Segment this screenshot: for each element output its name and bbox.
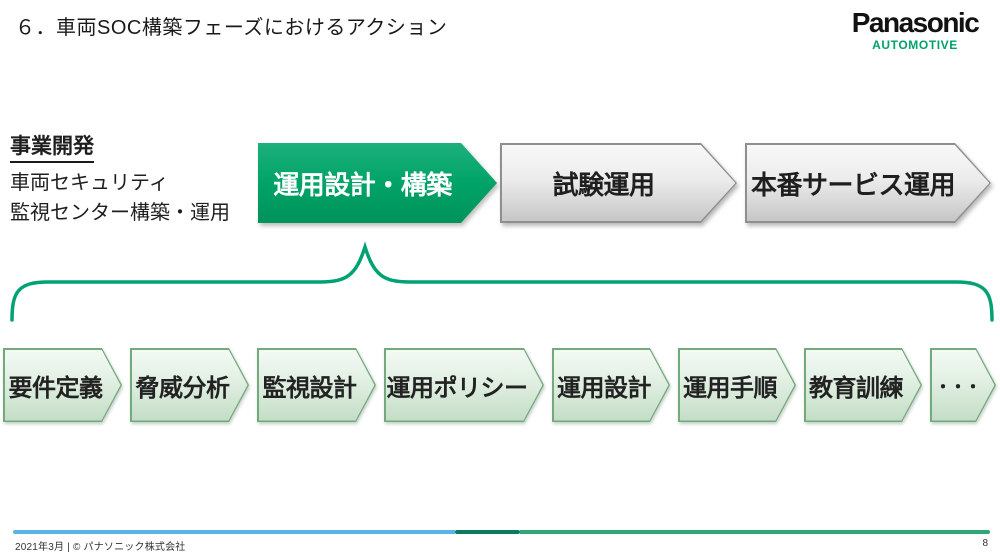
phase-arrow-label: 本番サービス運用 bbox=[750, 169, 956, 200]
action-arrow-label: 監視設計 bbox=[262, 374, 358, 402]
actions-row: 要件定義 脅威分析 監視設計 運用ポリシー 運用設計 運用手順 bbox=[3, 348, 996, 422]
footer-rule-blue-segment bbox=[13, 530, 455, 534]
action-arrow-threat-analysis: 脅威分析 bbox=[130, 348, 249, 422]
action-arrow-fill bbox=[554, 350, 669, 421]
phase-arrow-label: 運用設計・構築 bbox=[273, 169, 452, 200]
page-title: ６．車両SOC構築フェーズにおけるアクション bbox=[15, 17, 448, 39]
action-arrow-label: 運用手順 bbox=[683, 374, 778, 402]
footer-rule-green-segment bbox=[520, 530, 990, 534]
action-arrow-fill bbox=[680, 350, 795, 421]
footer-divider-rule bbox=[13, 530, 990, 534]
action-arrow-label: 運用設計 bbox=[557, 374, 652, 402]
phase-arrow-fill bbox=[747, 145, 990, 222]
phase-arrow-production-service: 本番サービス運用 bbox=[745, 143, 991, 223]
monitoring-center-label: 監視センター構築・運用 bbox=[10, 202, 230, 224]
phase-arrow-operation-design: 運用設計・構築 bbox=[258, 143, 497, 223]
footer-copyright: 2021年3月 | © パナソニック株式会社 bbox=[15, 542, 186, 553]
phase-arrow-trial-operation: 試験運用 bbox=[500, 143, 737, 223]
action-arrow-education-training: 教育訓練 bbox=[804, 348, 922, 422]
business-development-block: 事業開発 車両セキュリティ 監視センター構築・運用 bbox=[10, 130, 230, 228]
brace-curly-bracket bbox=[10, 241, 994, 322]
action-arrow-label: 教育訓練 bbox=[809, 374, 904, 402]
phase-arrow-fill bbox=[502, 145, 736, 222]
action-arrow-label: ・・・ bbox=[934, 377, 982, 397]
action-arrow-fill bbox=[259, 350, 375, 421]
action-arrow-operation-policy: 運用ポリシー bbox=[384, 348, 544, 422]
action-arrow-label: 脅威分析 bbox=[135, 374, 231, 402]
action-arrow-fill bbox=[5, 350, 121, 421]
action-arrow-fill bbox=[386, 350, 543, 421]
panasonic-wordmark: Panasonic bbox=[851, 7, 980, 38]
phase-arrow-shape: 運用設計・構築 bbox=[258, 143, 497, 223]
action-arrow-fill bbox=[806, 350, 921, 421]
business-development-heading: 事業開発 bbox=[10, 130, 94, 163]
action-arrow-operation-design: 運用設計 bbox=[552, 348, 670, 422]
page-number: 8 bbox=[982, 538, 988, 549]
footer-rule-teal-segment bbox=[455, 530, 520, 534]
action-arrow-label: 要件定義 bbox=[8, 374, 104, 402]
action-arrow-label: 運用ポリシー bbox=[386, 374, 529, 402]
action-arrow-requirements: 要件定義 bbox=[3, 348, 122, 422]
phase-arrow-label: 試験運用 bbox=[552, 169, 655, 200]
action-arrow-monitoring-design: 監視設計 bbox=[257, 348, 376, 422]
action-arrow-fill bbox=[132, 350, 248, 421]
automotive-label: AUTOMOTIVE bbox=[872, 38, 958, 52]
panasonic-logo: Panasonic AUTOMOTIVE bbox=[844, 7, 986, 53]
action-arrow-ellipsis: ・・・ bbox=[930, 348, 996, 422]
action-arrow-operation-procedure: 運用手順 bbox=[678, 348, 796, 422]
vehicle-security-label: 車両セキュリティ bbox=[10, 172, 169, 194]
